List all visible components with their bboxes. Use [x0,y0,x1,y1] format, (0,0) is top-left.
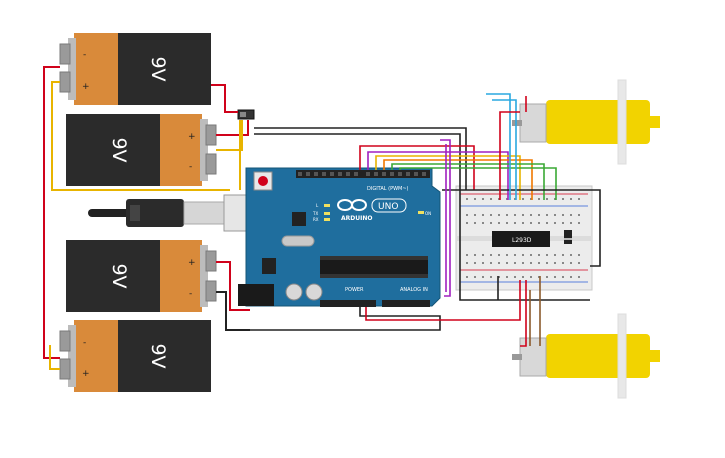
arduino-logo-text: ARDUINO [341,215,372,222]
battery-4[interactable]: - + 9V [59,320,211,392]
analog-header [382,300,430,307]
reset-button-cap [258,176,268,186]
battery-2-pos: + [188,132,196,142]
usb-chip [292,212,306,226]
power-header [320,300,376,307]
battery-4-neg: - [83,338,86,348]
led-tx-label: TX [312,211,318,216]
motor-bottom[interactable] [512,313,660,399]
regulator [262,258,276,274]
arduino-uno-board[interactable]: DIGITAL (PWM~) ARDUINO UNO L TX RX ON [238,167,441,307]
digital-header [296,170,430,178]
atmega-chip [320,256,428,278]
battery-1-pos: + [82,82,90,92]
battery-4-pos: + [82,369,90,379]
l293d-chip[interactable] [492,231,550,247]
arduino-model: UNO [378,202,398,212]
l293d-label: L293D [512,237,532,244]
led-on-label: ON [425,211,431,216]
arduino-logo-icon [337,199,367,211]
digital-header-pins [298,172,426,176]
analog-label: ANALOG IN [400,287,428,293]
battery-3[interactable]: + - 9V [66,240,217,312]
capacitor-1 [285,283,303,301]
battery-2-neg: - [189,162,192,172]
motor-top[interactable] [512,79,660,165]
battery-3-neg: - [189,289,192,299]
breadboard-holes [466,198,580,278]
battery-2[interactable]: + - 9V [66,114,217,186]
usb-cable [88,194,255,232]
battery-4-label: 9V [147,343,169,368]
diode [564,230,572,244]
battery-1[interactable]: - + 9V [59,33,211,105]
slide-switch[interactable] [237,109,255,120]
power-jack [238,284,274,306]
crystal [281,235,315,247]
digital-label: DIGITAL (PWM~) [367,186,409,192]
breadboard[interactable]: L293D [455,185,593,291]
power-label: POWER [345,287,364,293]
signal-wires [230,93,601,347]
battery-2-label: 9V [108,137,130,162]
battery-1-label: 9V [147,56,169,81]
battery-1-neg: - [83,50,86,60]
battery-3-label: 9V [108,263,130,288]
led-l-label: L [316,203,319,208]
led-rx-label: RX [313,217,319,222]
battery-3-pos: + [188,258,196,268]
capacitor-2 [305,283,323,301]
